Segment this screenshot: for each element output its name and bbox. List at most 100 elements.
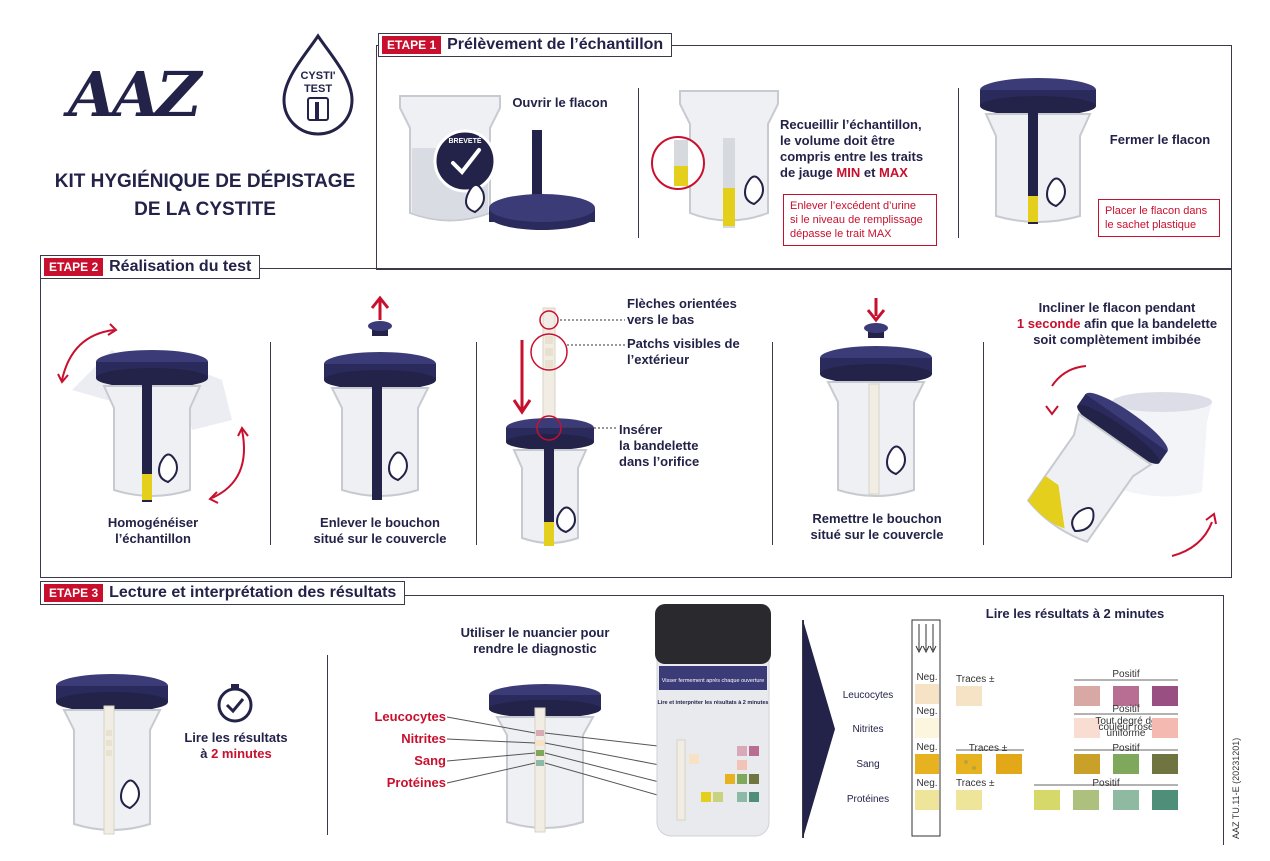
collect-line1: Recueillir l’échantillon, xyxy=(780,117,922,132)
step2-divider-3 xyxy=(772,342,773,545)
swatch-nitrite-pos1 xyxy=(1074,718,1100,738)
step3-divider-1 xyxy=(327,655,328,835)
tilt-line1: Incliner le flacon pendant xyxy=(1038,300,1196,315)
patches-visible-text: Patchs visibles de l’extérieur xyxy=(627,336,757,368)
row-leucocytes: Leucocytes xyxy=(843,690,894,701)
step1-divider-1 xyxy=(638,88,639,238)
excess-urine-note: Enlever l’excédent d’urine si le niveau … xyxy=(783,194,937,246)
replace-cap-text: Remettre le bouchon situé sur le couverc… xyxy=(797,511,957,543)
collect-and: et xyxy=(863,165,876,180)
step2-frame xyxy=(40,268,1232,578)
sang-traces-label: Traces ± xyxy=(969,743,1008,754)
swatch-prot-pos4 xyxy=(1152,790,1178,810)
swatch-sang-traces1 xyxy=(956,754,982,774)
read-flask-illustration xyxy=(56,674,168,835)
brevete-stamp-text: BREVETÉ xyxy=(448,136,481,145)
badge-line2: TEST xyxy=(304,83,332,95)
plastic-bag-note: Placer le flacon dans le sachet plastiqu… xyxy=(1098,199,1220,237)
nitrite-note-line1: Tout degré de xyxy=(1095,716,1157,727)
arrows-line2: vers le bas xyxy=(627,312,695,327)
step3-title: Lecture et interprétation des résultats xyxy=(109,584,397,601)
homogenize-illustration xyxy=(57,323,249,504)
open-flask-text: Ouvrir le flacon xyxy=(512,95,608,110)
results-triangle xyxy=(803,620,835,838)
page-title-line2: DE LA CYSTITE xyxy=(134,199,276,220)
swatch-leuco-pos2 xyxy=(1113,686,1139,706)
read-line2-prefix: à xyxy=(200,746,208,761)
swatch-leuco-traces xyxy=(956,686,982,706)
swatch-leuco-pos1 xyxy=(1074,686,1100,706)
step2-divider-2 xyxy=(476,342,477,545)
read-line2-duration: 2 minutes xyxy=(211,746,272,761)
sang-positif-label: Positif xyxy=(1112,743,1139,754)
neg-label-4: Neg. xyxy=(916,778,937,789)
collect-line3: compris entre les traits xyxy=(780,149,924,164)
excess-line3: dépasse le trait MAX xyxy=(790,228,892,240)
row-nitrites: Nitrites xyxy=(852,724,883,735)
read-line2: à 2 minutes xyxy=(176,746,296,762)
nitrite-positif-label: Positif xyxy=(1112,704,1139,715)
step1-tag: ETAPE 1 xyxy=(382,36,442,54)
collect-max: MAX xyxy=(879,165,908,180)
results-title: Lire les résultats à 2 minutes xyxy=(985,606,1165,621)
homogenize-text: Homogénéiser l’échantillon xyxy=(78,515,228,547)
leuco-traces-label: Traces ± xyxy=(956,674,995,685)
close-flask-illustration xyxy=(980,78,1096,224)
collect-sample-illustration xyxy=(651,90,779,228)
step3-tag: ETAPE 3 xyxy=(44,584,104,602)
swatch-prot-pos2 xyxy=(1073,790,1099,810)
swatch-leuco-pos3 xyxy=(1152,686,1178,706)
insert-strip-text: Insérer la bandelette dans l’orifice xyxy=(619,422,739,470)
read-results-text: Lire les résultats à 2 minutes xyxy=(176,730,296,762)
chart-line1: Utiliser le nuancier pour xyxy=(460,625,610,640)
collect-line4-prefix: de jauge xyxy=(780,165,833,180)
swatch-prot-pos1 xyxy=(1034,790,1060,810)
prot-traces-label: Traces ± xyxy=(956,778,995,789)
arrows-line1: Flèches orientées xyxy=(627,296,737,311)
collect-line4: de jauge MIN et MAX xyxy=(780,165,940,181)
param-proteines: Protéines xyxy=(386,775,446,790)
patches-line1: Patchs visibles de xyxy=(627,336,740,351)
remove-line2: situé sur le couvercle xyxy=(313,531,447,546)
nitrite-note-line2: couleur rose xyxy=(1098,722,1153,733)
badge-line1: CYSTI' xyxy=(300,70,335,82)
swatch-prot-neg xyxy=(915,790,939,810)
replace-cap-illustration xyxy=(820,298,932,497)
brand-logo-text: AAZ xyxy=(68,58,201,131)
neg-label-3: Neg. xyxy=(916,742,937,753)
param-nitrites: Nitrites xyxy=(401,731,446,746)
open-flask-illustration: BREVETÉ xyxy=(399,95,595,230)
nitrite-note-line3: uniforme xyxy=(1107,728,1146,739)
patches-line2: l’extérieur xyxy=(627,352,690,367)
step2-divider-1 xyxy=(270,342,271,545)
insert-line3: dans l’orifice xyxy=(619,454,700,469)
step1-title: Prélèvement de l’échantillon xyxy=(447,36,664,53)
step1-frame xyxy=(376,45,1232,270)
swatch-nitrite-neg xyxy=(915,718,939,738)
page-title: KIT HYGIÉNIQUE DE DÉPISTAGE DE LA CYSTIT… xyxy=(40,168,370,224)
swatch-leuco-neg xyxy=(915,684,939,704)
replace-line2: situé sur le couvercle xyxy=(810,527,944,542)
cysti-test-badge: CYSTI' TEST xyxy=(282,33,354,136)
jar-label-line1: Visser fermement après chaque ouverture xyxy=(662,678,765,684)
swatch-sang-traces2 xyxy=(996,754,1022,774)
close-flask-text: Fermer le flacon xyxy=(1109,132,1211,147)
swatch-prot-pos3 xyxy=(1113,790,1139,810)
collect-line2: le volume doit être xyxy=(780,133,895,148)
chart-line2: rendre le diagnostic xyxy=(473,641,597,656)
swatch-sang-pos3 xyxy=(1152,754,1178,774)
remove-line1: Enlever le bouchon xyxy=(320,515,440,530)
jar-label-line2: Lire et interpréter les résultats à 2 mi… xyxy=(658,700,769,706)
swatch-nitrite-pos2 xyxy=(1152,718,1178,738)
tilt-line3: soit complètement imbibée xyxy=(1033,332,1201,347)
row-sang: Sang xyxy=(856,759,879,770)
step1-header: ETAPE 1 Prélèvement de l’échantillon xyxy=(378,33,673,57)
step2-title: Réalisation du test xyxy=(109,258,252,275)
collect-min: MIN xyxy=(836,165,861,180)
swatch-prot-traces xyxy=(956,790,982,810)
swatch-sang-pos1 xyxy=(1074,754,1100,774)
prot-positif-label: Positif xyxy=(1092,778,1119,789)
step1-divider-2 xyxy=(958,88,959,238)
param-leucocytes: Leucocytes xyxy=(374,709,446,724)
leuco-positif-label: Positif xyxy=(1112,669,1139,680)
